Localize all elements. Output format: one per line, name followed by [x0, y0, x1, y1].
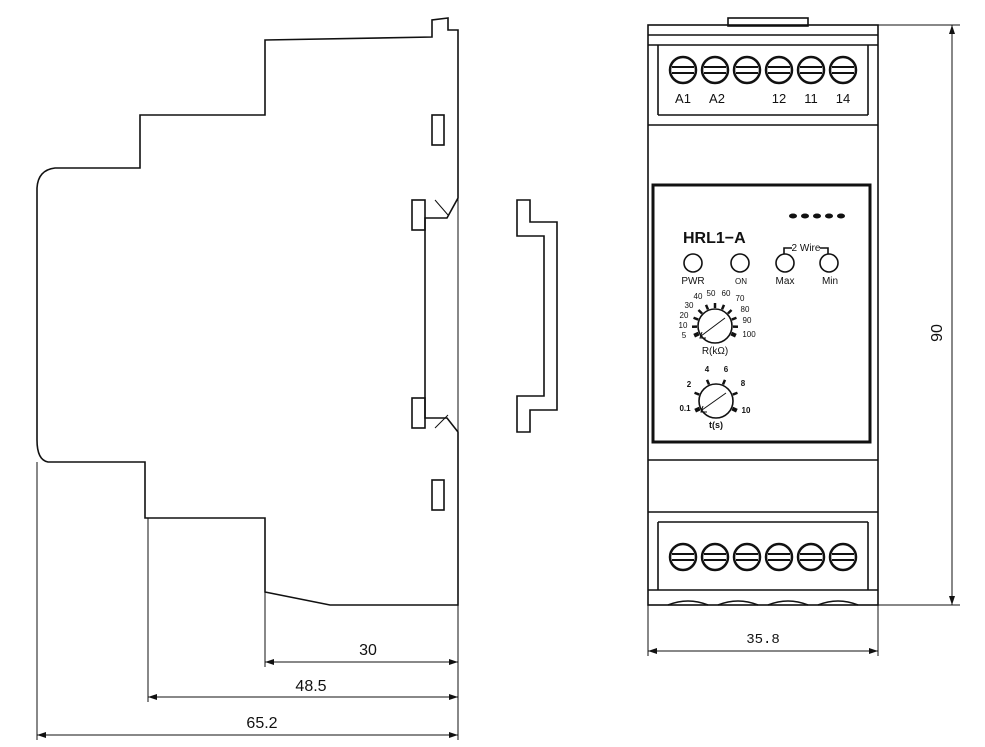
dim-48-5: 48.5 [295, 678, 326, 695]
dim-35-8: 35.8 [746, 632, 780, 648]
dial-tick [694, 406, 701, 413]
dial-tick-label: 50 [707, 289, 716, 298]
terminal-screw [668, 542, 698, 572]
dial-tick [704, 304, 710, 310]
dial-tick-label: 60 [722, 289, 731, 298]
dim-90: 90 [929, 324, 946, 342]
dial-tick [693, 331, 700, 338]
dim-65-2: 65.2 [246, 715, 277, 732]
side-view [36, 17, 459, 606]
dial-tick-label: 40 [694, 292, 703, 301]
dial-tick-label: 30 [685, 301, 694, 310]
terminal-screw [668, 55, 698, 85]
dial-tick [720, 304, 726, 310]
terminal-label: A2 [709, 91, 725, 106]
dial-tick-label: 100 [742, 330, 756, 339]
dial-tick-label: 5 [682, 331, 687, 340]
terminal-screw [764, 55, 794, 85]
led-pwr [683, 253, 703, 273]
dial-label: R(kΩ) [702, 346, 728, 357]
dial-tick-label: 8 [741, 379, 746, 388]
dial-tick-label: 10 [742, 406, 751, 415]
indicator-dots [789, 213, 845, 219]
dial-tick [697, 309, 703, 315]
terminal-screw [732, 55, 762, 85]
dial-tick-label: 80 [741, 305, 750, 314]
led-label: Min [822, 276, 838, 287]
dial-tick [693, 316, 699, 321]
terminal-screw [700, 55, 730, 85]
dial-tick-label: 2 [687, 380, 692, 389]
dial-tick-label: 70 [736, 294, 745, 303]
model-name: HRL1−A [683, 230, 746, 247]
led-label: ON [735, 277, 747, 286]
dim-30: 30 [359, 642, 377, 659]
terminal-screw [700, 542, 730, 572]
terminal-screw [828, 542, 858, 572]
led-label: Max [776, 276, 795, 287]
dial-label: t(s) [709, 420, 723, 430]
dial-tick [731, 406, 738, 413]
dial-tick-label: 90 [743, 316, 752, 325]
terminal-screw [764, 542, 794, 572]
dial-tick-label: 10 [679, 321, 688, 330]
top-terminal-block [668, 55, 858, 85]
dial-tick [730, 331, 737, 338]
terminal-screw [732, 542, 762, 572]
led-max [775, 253, 795, 273]
front-panel: HRL1−A 2 Wire PWR ON Max Min 5 10 20 30 … [679, 213, 845, 430]
terminal-screw [796, 542, 826, 572]
dial-tick [727, 309, 733, 315]
terminal-label: 14 [836, 91, 850, 106]
dial-tick [705, 379, 711, 385]
front-view [647, 17, 879, 606]
led-label: PWR [681, 276, 704, 287]
time-dial[interactable]: 0.1 2 4 6 8 10 t(s) [679, 365, 751, 430]
bottom-terminal-block [668, 542, 858, 572]
dial-tick [694, 391, 700, 396]
terminal-screw [828, 55, 858, 85]
dial-tick-label: 6 [724, 365, 729, 374]
top-terminal-labels: A1 A2 12 11 14 [675, 91, 850, 106]
terminal-screw [796, 55, 826, 85]
front-dimensions: 90 35.8 [647, 24, 960, 656]
terminal-label: A1 [675, 91, 691, 106]
terminal-label: 11 [804, 91, 818, 106]
din-rail-profile [516, 199, 558, 433]
dial-tick [731, 316, 737, 321]
dial-tick [732, 391, 738, 396]
side-dimensions: 30 48.5 65.2 [36, 462, 459, 740]
dial-tick-label: 20 [680, 311, 689, 320]
dial-tick-label: 4 [705, 365, 710, 374]
wire-label: 2 Wire [792, 243, 821, 254]
resistance-dial[interactable]: 5 10 20 30 40 50 60 70 80 90 100 R(kΩ) [679, 289, 757, 357]
led-min [819, 253, 839, 273]
led-on [730, 253, 750, 273]
dial-tick [721, 379, 727, 385]
terminal-label: 12 [772, 91, 786, 106]
dial-tick-label: 0.1 [679, 404, 691, 413]
